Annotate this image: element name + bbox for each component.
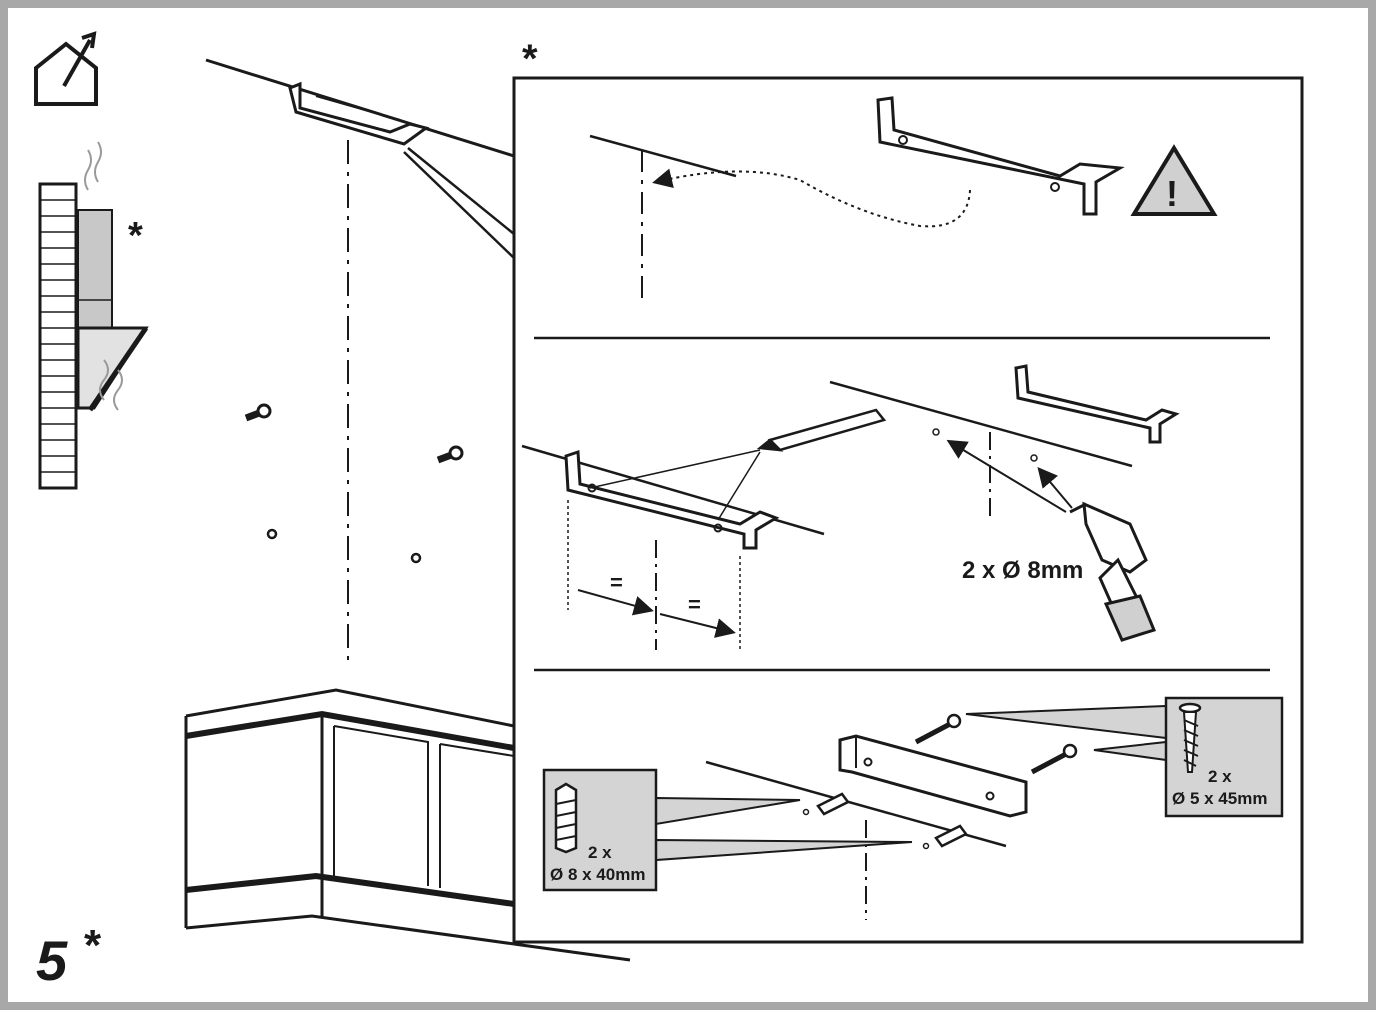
svg-text:!: ! bbox=[1166, 173, 1178, 214]
warning-triangle-icon: ! bbox=[1130, 144, 1218, 216]
screw-size: Ø 5 x 45mm bbox=[1172, 789, 1267, 808]
panel-3-fixing bbox=[705, 713, 1078, 920]
pencil-icon bbox=[756, 408, 887, 452]
screw-icon bbox=[1178, 702, 1202, 773]
house-vent-out-icon bbox=[34, 31, 98, 106]
panel-1-mark-position bbox=[589, 96, 1125, 304]
wall-scene bbox=[184, 58, 631, 962]
screw-callout bbox=[965, 696, 1284, 818]
plug-size: Ø 8 x 40mm bbox=[550, 865, 645, 884]
step-number: 5 bbox=[36, 929, 68, 992]
wall-screw-left bbox=[244, 403, 272, 422]
step-asterisk: * bbox=[84, 921, 102, 970]
plug-count: 2 x bbox=[588, 843, 612, 862]
panel-2-drill bbox=[521, 364, 1180, 652]
measure-mark-right: = bbox=[688, 592, 701, 617]
measure-mark-left: = bbox=[610, 570, 623, 595]
wall-hood-icon bbox=[38, 141, 149, 490]
wall-screw-right bbox=[436, 445, 464, 464]
side-figure-asterisk: * bbox=[128, 215, 143, 257]
screw-count: 2 x bbox=[1208, 767, 1232, 786]
drill-icon bbox=[1069, 501, 1157, 642]
detail-asterisk: * bbox=[522, 37, 538, 81]
wall-plug-icon bbox=[554, 782, 578, 854]
drill-size-label: 2 x Ø 8mm bbox=[962, 557, 1083, 584]
